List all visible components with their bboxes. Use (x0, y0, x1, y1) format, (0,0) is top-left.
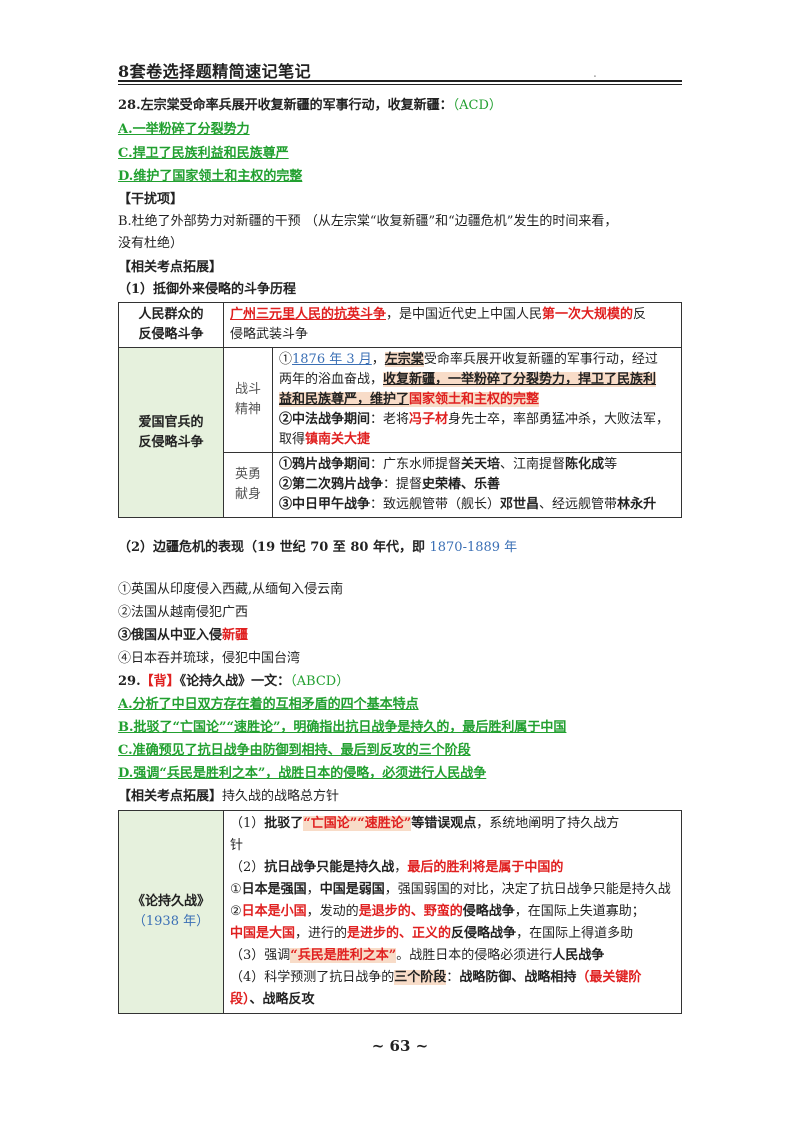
list-item: ①英国从印度侵入西藏,从缅甸入侵云南 (118, 582, 344, 597)
q29-option-a: A.分析了中日双方存在着的互相矛盾的四个基本特点 (118, 697, 419, 712)
q28-option-c: C.捍卫了民族利益和民族尊严 (118, 146, 289, 161)
q29-ext-title: 【相关考点拓展】持久战的战略总方针 (118, 789, 340, 804)
header-dot: . (593, 70, 597, 80)
q29-option-c: C.准确预见了抗日战争由防御到相持、最后到反攻的三个阶段 (118, 743, 471, 758)
list-item: ④日本吞并琉球，侵犯中国台湾 (118, 651, 301, 666)
q29-option-b: B.批驳了“亡国论”“速胜论”，明确指出抗日战争是持久的，最后胜利属于中国 (118, 720, 567, 735)
row-label-officers: 爱国官兵的反侵略斗争 (118, 347, 224, 518)
brave-content: ①鸦片战争期间：广东水师提督关天培、江南提督陈化成等 ②第二次鸦片战争：提督史荣… (272, 452, 682, 518)
label-brave: 英勇献身 (223, 452, 273, 518)
q28-ext-title: 【相关考点拓展】 (118, 260, 223, 275)
row-content-people: 广州三元里人民的抗英斗争，是中国近代史上中国人民第一次大规模的反 侵略武装斗争 (223, 302, 682, 348)
q29-option-d: D.强调“兵民是胜利之本”，战胜日本的侵略，必须进行人民战争 (118, 766, 487, 781)
header-rule (118, 80, 682, 82)
spirit-content: ①1876 年 3 月，左宗棠受命率兵展开收复新疆的军事行动，经过 两年的浴血奋… (272, 347, 682, 453)
header-rule-thin (118, 84, 682, 85)
q28-distractor-line2: 没有杜绝） (118, 236, 184, 251)
header-title: 8套卷选择题精简速记笔记. (118, 62, 597, 81)
page-number: ~ 63 ~ (371, 1037, 429, 1055)
subheading-2: （2）边疆危机的表现（19 世纪 70 至 80 年代，即 1870-1889 … (118, 540, 518, 555)
protracted-war-table: 《论持久战》 （1938 年） （1）批驳了“亡国论”“速胜论”等错误观点，系统… (118, 810, 682, 1014)
q28-option-a: A.一举粉碎了分裂势力 (118, 122, 250, 137)
q28-question: 28.左宗棠受命率兵展开收复新疆的军事行动，收复新疆：（ACD） (118, 98, 502, 113)
row-label-people: 人民群众的反侵略斗争 (118, 302, 224, 348)
table-row: 英勇献身 ①鸦片战争期间：广东水师提督关天培、江南提督陈化成等 ②第二次鸦片战争… (119, 452, 682, 518)
q28-distractor-title: 【干扰项】 (118, 192, 184, 207)
q28-subheading-1: （1）抵御外来侵略的斗争历程 (118, 282, 297, 297)
q29-question: 29.【背】《论持久战》一文：（ABCD） (118, 674, 350, 689)
table-row: 爱国官兵的反侵略斗争 战斗精神 ①1876 年 3 月，左宗棠受命率兵展开收复新… (118, 347, 682, 518)
list-item: ③俄国从中亚入侵新疆 (118, 628, 249, 643)
struggle-table: 人民群众的反侵略斗争 广州三元里人民的抗英斗争，是中国近代史上中国人民第一次大规… (118, 302, 682, 518)
book-content: （1）批驳了“亡国论”“速胜论”等错误观点，系统地阐明了持久战方 针 （2）抗日… (223, 810, 682, 1014)
q28-option-d: D.维护了国家领土和主权的完整 (118, 169, 303, 184)
table-row: 人民群众的反侵略斗争 广州三元里人民的抗英斗争，是中国近代史上中国人民第一次大规… (118, 302, 682, 348)
table-row: 《论持久战》 （1938 年） （1）批驳了“亡国论”“速胜论”等错误观点，系统… (118, 810, 682, 1014)
q28-answer: （ACD） (452, 98, 502, 113)
label-spirit: 战斗精神 (223, 347, 273, 453)
list-item: ②法国从越南侵犯广西 (118, 605, 249, 620)
q28-distractor-line1: B.杜绝了外部势力对新疆的干预 （从左宗棠“收复新疆”和“边疆危机”发生的时间来… (118, 214, 618, 229)
book-label: 《论持久战》 （1938 年） (118, 810, 224, 1014)
